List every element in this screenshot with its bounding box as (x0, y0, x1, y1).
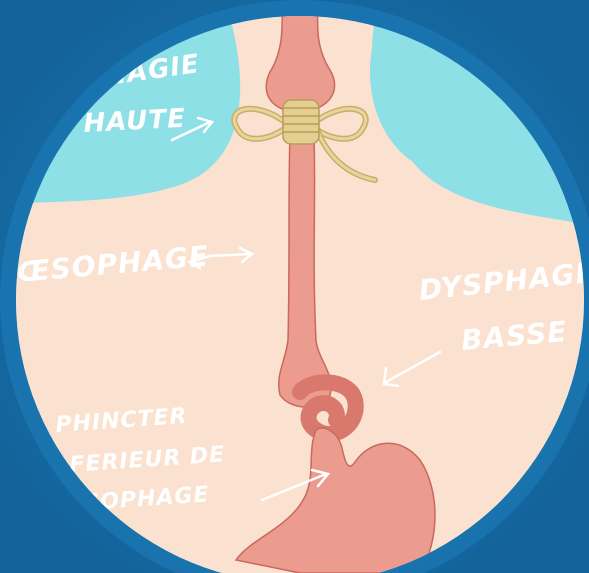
label-dysphagie-haute-2: HAUTE (83, 104, 187, 139)
ring-knot-icon (283, 100, 319, 144)
